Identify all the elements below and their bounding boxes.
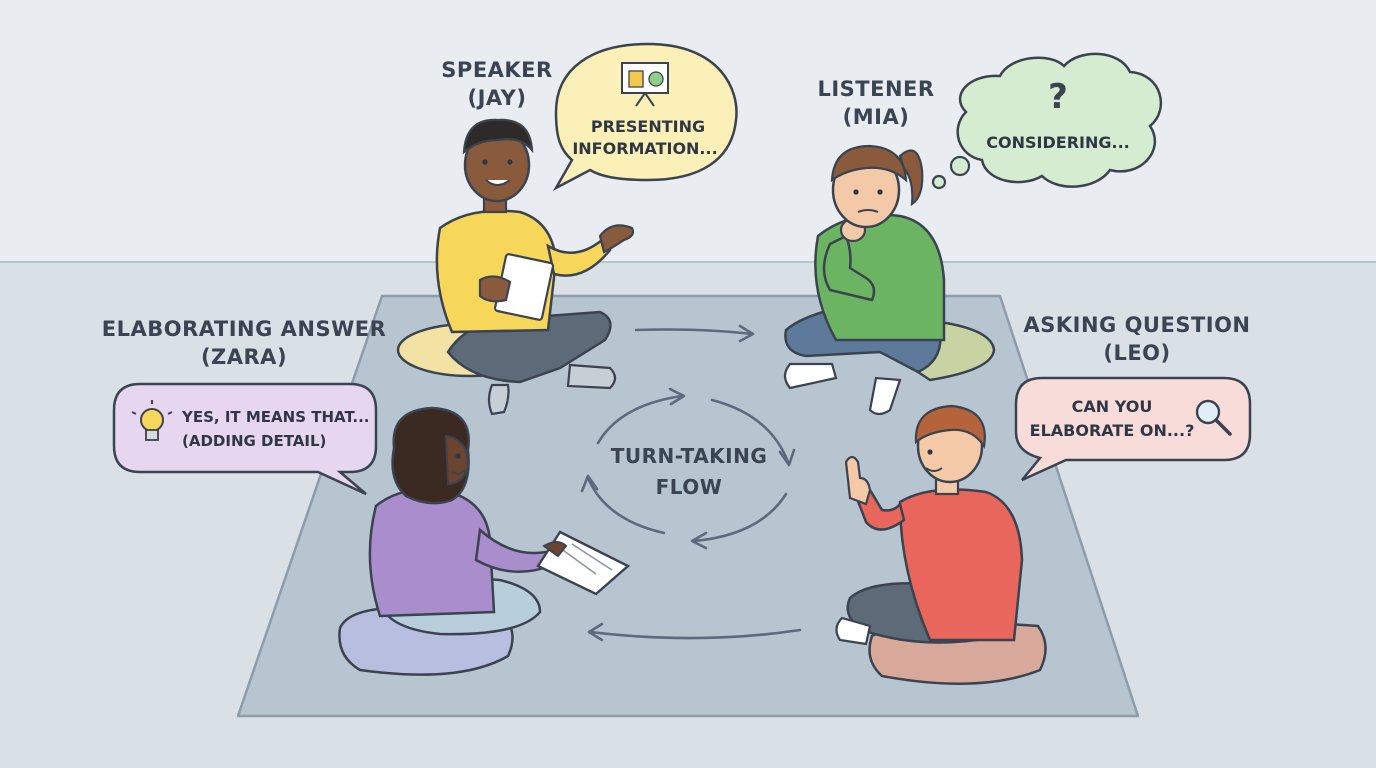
cycle-arrow-top-left-head: [668, 387, 686, 406]
listener-thought-bubble: ? CONSIDERING...: [931, 52, 1163, 190]
elaborator-name-label: (ZARA): [201, 345, 287, 369]
questioner-name-label: (LEO): [1103, 341, 1170, 365]
speaker-bubble: PRESENTING INFORMATION...: [552, 42, 738, 192]
elaborator-zara-figure: [338, 406, 631, 676]
lightbulb-icon: [131, 400, 173, 441]
cycle-arrow-bottom-left: [586, 476, 666, 535]
listener-role-label: LISTENER: [817, 77, 934, 101]
cycle-arrow-bottom-left-head: [580, 474, 599, 493]
elaborator-role-label: ELABORATING ANSWER: [102, 317, 387, 341]
elaborator-bubble-line2: (ADDING DETAIL): [182, 432, 326, 450]
speaker-bubble-line1: PRESENTING: [591, 117, 705, 136]
speaker-role-label: SPEAKER: [441, 58, 552, 82]
cycle-arrow-top-right: [710, 398, 790, 464]
flow-arrow-bottom-head: [587, 622, 604, 642]
center-label-line1: TURN-TAKING: [611, 444, 768, 468]
flow-arrows: [580, 324, 802, 642]
elaborator-bubble: YES, IT MEANS THAT... (ADDING DETAIL): [112, 382, 378, 496]
flow-arrow-bottom: [588, 628, 802, 640]
questioner-leo-figure: [835, 404, 1047, 685]
questioner-role-label: ASKING QUESTION: [1023, 313, 1250, 337]
elaborator-bubble-line1: YES, IT MEANS THAT...: [181, 408, 370, 426]
magnifying-glass-icon: [1195, 399, 1232, 436]
speaker-name-label: (JAY): [468, 86, 527, 110]
speaker-bubble-line2: INFORMATION...: [572, 139, 717, 158]
listener-mia-figure: [783, 144, 996, 416]
center-label-line2: FLOW: [656, 475, 723, 499]
cycle-arrow-bottom-right: [692, 492, 788, 543]
questioner-bubble-line2: ELABORATE ON...?: [1030, 421, 1195, 440]
listener-name-label: (MIA): [843, 105, 910, 129]
questioner-bubble: CAN YOU ELABORATE ON...?: [1014, 376, 1252, 482]
cycle-arrow-bottom-right-head: [690, 531, 708, 550]
listener-bubble-text: CONSIDERING...: [986, 133, 1129, 152]
flow-arrow-top-head: [738, 324, 755, 343]
speaker-jay-figure: [396, 118, 635, 416]
presentation-board-icon: [621, 62, 669, 107]
questioner-bubble-line1: CAN YOU: [1072, 397, 1153, 416]
question-mark-icon: ?: [1048, 77, 1068, 117]
flow-arrow-top: [634, 328, 754, 336]
cycle-arrow-top-right-head: [778, 448, 796, 467]
cycle-arrow-top-left: [596, 394, 684, 445]
